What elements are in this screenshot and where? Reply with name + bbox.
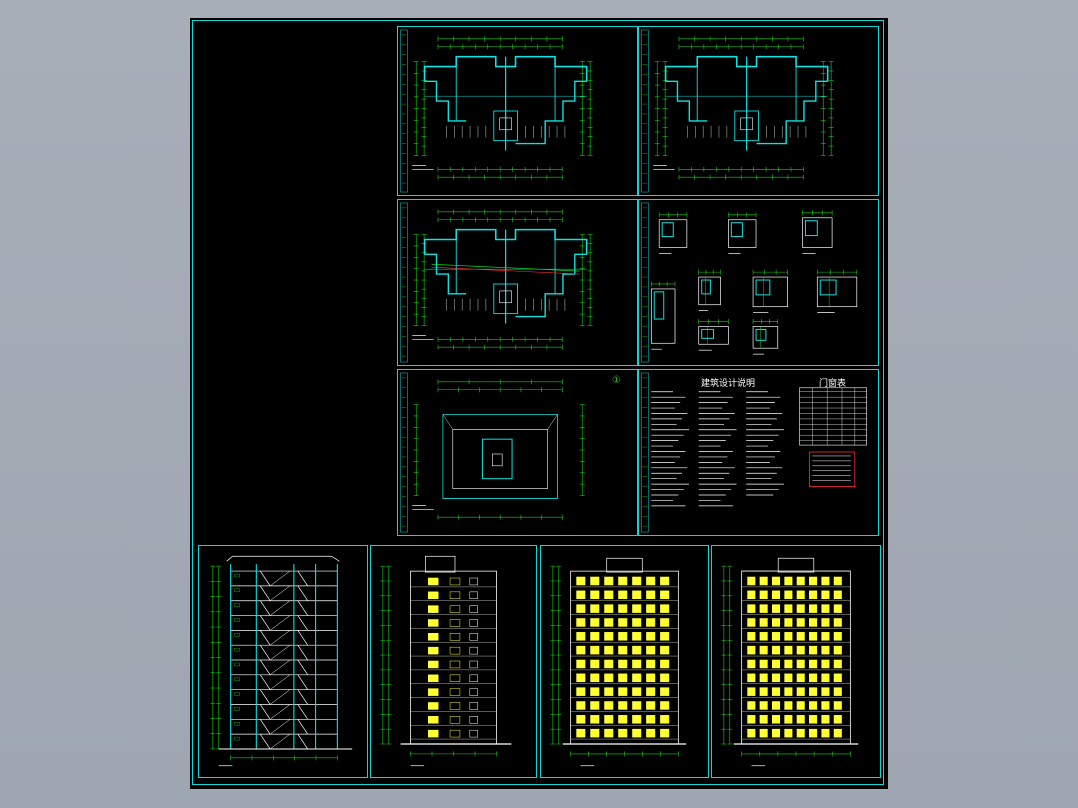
design-notes-title: 建筑设计说明 [701, 379, 756, 389]
floor-plan-3-drawing [400, 202, 593, 363]
design-notes-drawing [641, 372, 867, 533]
sheet-floor-plan-2[interactable] [638, 26, 879, 196]
section-drawing [210, 555, 353, 767]
roof-plan-drawing [400, 372, 585, 533]
sheet-floor-plan-3[interactable] [397, 199, 638, 366]
front-elevation-drawing [550, 557, 687, 767]
sheet-floor-plan-1[interactable] [397, 26, 638, 196]
details-drawing [641, 202, 858, 363]
sheet-front-elevation[interactable] [540, 545, 709, 778]
sheet-design-notes[interactable]: 建筑设计说明 门窗表 [638, 369, 879, 536]
sheet-side-elevation[interactable] [370, 545, 537, 778]
sheet-roof-plan[interactable]: ① [397, 369, 638, 536]
floor-plan-1-drawing [400, 29, 593, 193]
drawing-set-frame [192, 20, 884, 785]
sheet-details[interactable] [638, 199, 879, 366]
floor-plan-2-drawing [641, 29, 834, 193]
side-elevation-drawing [380, 555, 512, 767]
sheet-rear-elevation[interactable] [711, 545, 881, 778]
rear-elevation-drawing [721, 557, 859, 767]
drawing-canvas[interactable]: ① 建筑设计说明 门窗表 [190, 18, 888, 789]
axis-marker-label: ① [612, 375, 621, 386]
door-table-title: 门窗表 [819, 379, 847, 389]
sheet-section[interactable] [198, 545, 368, 778]
